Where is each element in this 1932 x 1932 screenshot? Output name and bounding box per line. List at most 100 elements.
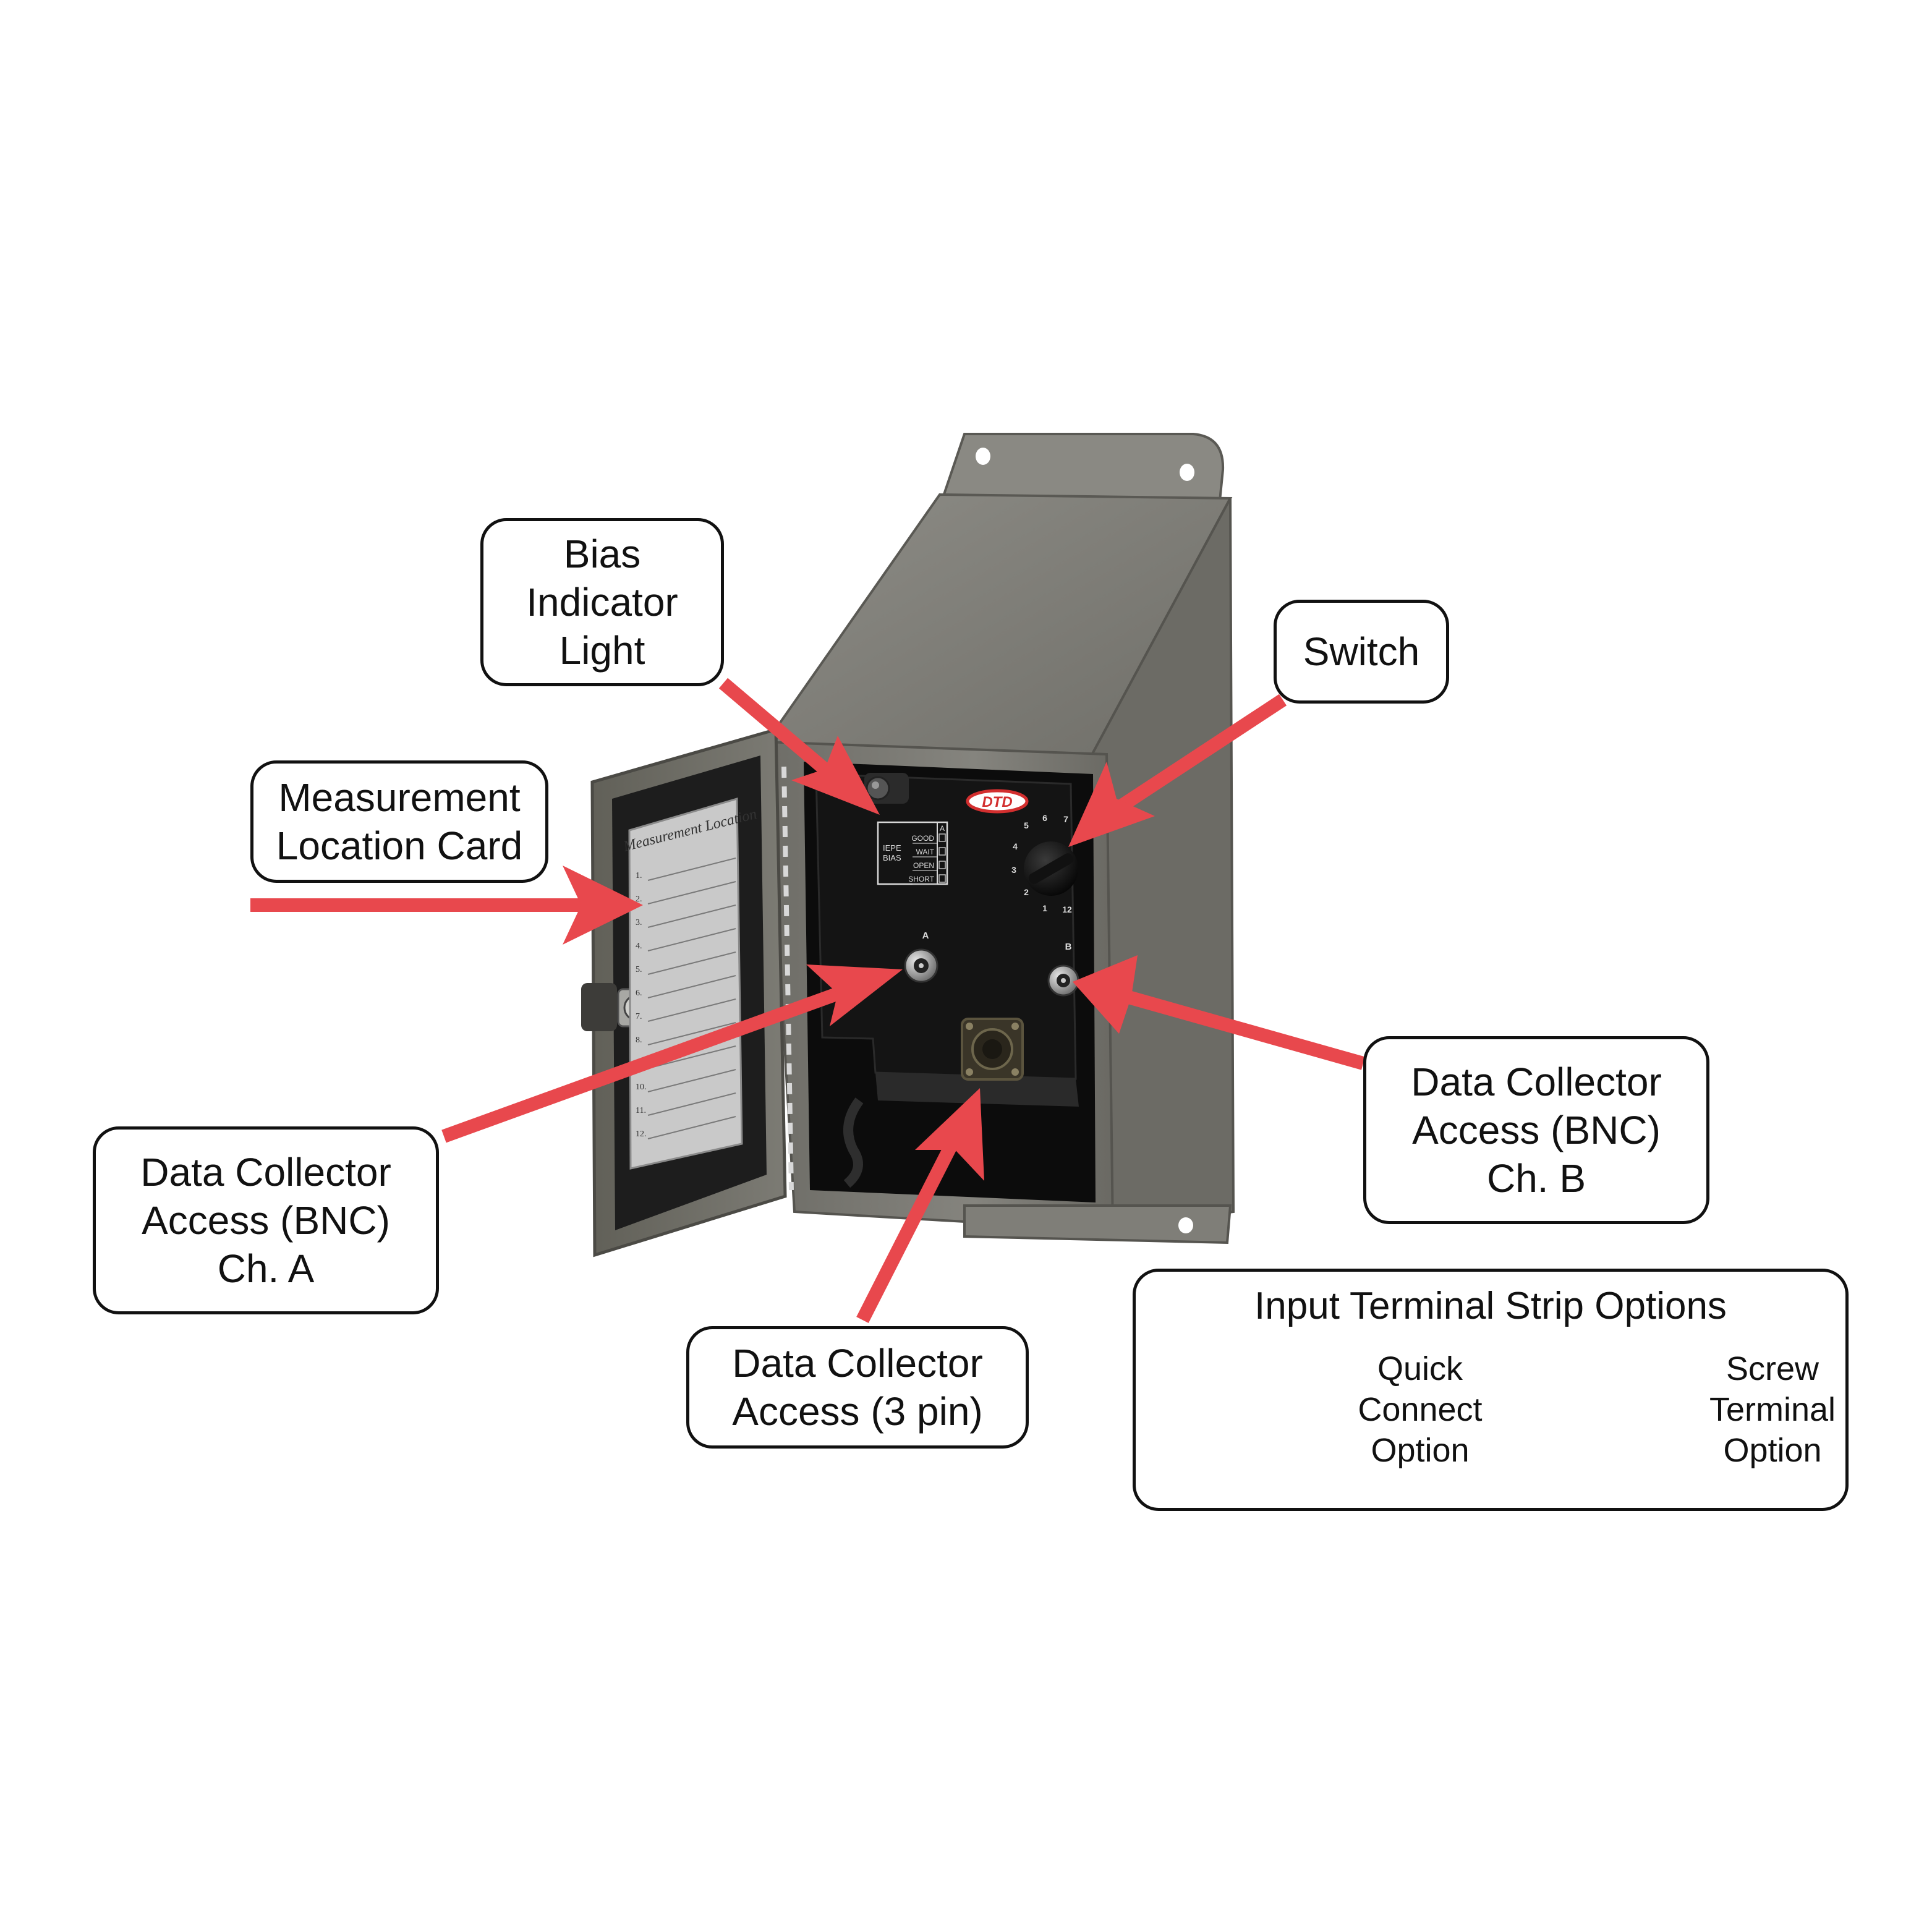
measurement-location-card: Measurement Location 1.2.3.4.5.6.7.8.9.1… [621, 798, 759, 1170]
card-rule [647, 857, 736, 881]
quick-label-line-2: Connect [1358, 1391, 1483, 1428]
bias-row-label: WAIT [916, 848, 934, 856]
brand-logo-text: DTD [982, 794, 1012, 811]
faceplate: DTD A IEPE BIAS GOOD WAIT OPEN SHORT 5 6 7 4 3 2… [815, 773, 1079, 1188]
bias-group-label-iepe: IEPE [883, 843, 901, 853]
callout-card-line-2: Location Card [276, 823, 523, 868]
bnc-a-label: A [922, 930, 929, 941]
card-line-number: 7. [636, 1012, 642, 1021]
screw-label-line-2: Terminal [1709, 1391, 1836, 1428]
callout-bnc-channel-b: Data Collector Access (BNC) Ch. B [1363, 1036, 1709, 1224]
options-title: Input Terminal Strip Options [1254, 1285, 1727, 1327]
rotary-switch-pointer [1028, 853, 1074, 884]
card-rule [647, 904, 736, 928]
faceplate-panel [815, 773, 1077, 1080]
switch-position-label: 4 [1013, 841, 1018, 851]
bias-row-label: GOOD [911, 834, 934, 843]
card-line-number: 8. [636, 1036, 642, 1045]
switch-position-label: 12 [1062, 904, 1072, 914]
callout-three-pin-line-1: Data Collector [732, 1341, 983, 1385]
switch-position-label: 6 [1042, 813, 1047, 823]
arrow-three-pin [856, 1088, 984, 1323]
bias-status-table: A IEPE BIAS GOOD WAIT OPEN SHORT [877, 821, 948, 885]
callout-bias-line-1: Bias [563, 532, 641, 576]
card-line-number: 10. [636, 1083, 647, 1092]
bias-row-label: OPEN [913, 861, 934, 870]
callout-bnc-a-line-1: Data Collector [140, 1150, 391, 1194]
callout-bias-indicator-light: Bias Indicator Light [480, 518, 724, 686]
bias-row-led [938, 833, 946, 842]
callout-switch-line-1: Switch [1303, 629, 1420, 674]
callout-bnc-a-line-3: Ch. A [217, 1246, 315, 1291]
callout-switch: Switch [1274, 600, 1449, 704]
arrow-bias-light [718, 678, 880, 815]
bottom-mounting-flange [963, 1204, 1232, 1245]
card-rule [647, 881, 736, 904]
screw-label-line-3: Option [1723, 1432, 1822, 1469]
callout-arrows [250, 678, 1365, 1323]
bias-table-header: A [940, 824, 945, 833]
card-line-number: 2. [636, 895, 642, 904]
arrow-bnc-a [441, 964, 903, 1143]
callout-three-pin-line-2: Access (3 pin) [732, 1389, 983, 1434]
bnc-b-label: B [1065, 942, 1072, 952]
card-line-number: 12. [636, 1130, 647, 1139]
faceplate-lower-shelf [875, 1073, 1079, 1107]
switch-position-label: 3 [1011, 865, 1016, 875]
input-terminal-strip-options: Input Terminal Strip Options Quick Conne… [1133, 1269, 1849, 1511]
bias-row-label: SHORT [908, 875, 934, 883]
switch-position-label: 5 [1024, 820, 1029, 830]
arrow-switch [1068, 694, 1287, 847]
callout-bnc-b-line-2: Access (BNC) [1412, 1108, 1661, 1152]
card-rule [647, 1092, 736, 1116]
top-mounting-flange [938, 433, 1225, 508]
bias-row-led [938, 861, 946, 869]
quick-label-line-3: Option [1371, 1432, 1470, 1469]
switch-position-label: 7 [1063, 814, 1068, 824]
mounting-hole-top-right [1180, 464, 1194, 481]
callout-bnc-b-line-3: Ch. B [1486, 1156, 1586, 1201]
bias-row-led [938, 874, 946, 883]
callout-three-pin: Data Collector Access (3 pin) [686, 1326, 1029, 1449]
card-line-number: 4. [636, 942, 642, 951]
callout-bnc-b-line-1: Data Collector [1411, 1060, 1662, 1104]
switch-position-label: 2 [1024, 887, 1029, 897]
quick-connect-option-label: Quick Connect Option [1346, 1348, 1494, 1471]
callout-bnc-channel-a: Data Collector Access (BNC) Ch. A [93, 1126, 439, 1314]
card-rule [647, 928, 736, 951]
quick-label-line-1: Quick [1377, 1350, 1463, 1387]
switch-position-label: 1 [1042, 903, 1047, 913]
card-line-number: 1. [636, 871, 642, 880]
bnc-connector-a: A [904, 930, 938, 983]
callout-bias-line-3: Light [559, 628, 645, 673]
card-rule [647, 951, 736, 975]
bias-group-label-bias: BIAS [883, 853, 901, 862]
card-rule [647, 975, 736, 998]
card-lines: 1.2.3.4.5.6.7.8.9.10.11.12. [636, 857, 736, 1139]
callout-measurement-location-card: Measurement Location Card [250, 760, 548, 883]
card-rule [647, 1022, 736, 1045]
bnc-connector-b: B [1047, 942, 1079, 997]
bias-row-led [938, 847, 946, 856]
switch-position-labels: 5 6 7 4 3 2 1 12 [1011, 813, 1072, 914]
bias-table-rows: GOOD WAIT OPEN SHORT [908, 833, 946, 885]
mounting-hole-top-left [976, 448, 990, 465]
card-line-number: 11. [636, 1106, 646, 1115]
rotary-switch: 5 6 7 4 3 2 1 12 [1011, 813, 1078, 914]
callout-card-line-1: Measurement [278, 775, 521, 820]
card-rule [647, 1116, 736, 1139]
arrow-measurement-card [250, 866, 643, 945]
bias-indicator-light [864, 773, 909, 804]
arrow-bnc-b [1073, 955, 1365, 1070]
card-line-number: 5. [636, 965, 642, 974]
mounting-hole-bottom [1178, 1217, 1193, 1233]
card-line-number: 3. [636, 918, 642, 927]
screw-terminal-option-label: Screw Terminal Option [1698, 1348, 1847, 1471]
three-pin-connector [961, 1018, 1024, 1081]
screw-label-line-1: Screw [1726, 1350, 1819, 1387]
brand-logo: DTD [966, 789, 1029, 814]
card-rule [647, 1069, 736, 1092]
card-rule [647, 1045, 736, 1069]
card-line-number: 6. [636, 989, 642, 998]
